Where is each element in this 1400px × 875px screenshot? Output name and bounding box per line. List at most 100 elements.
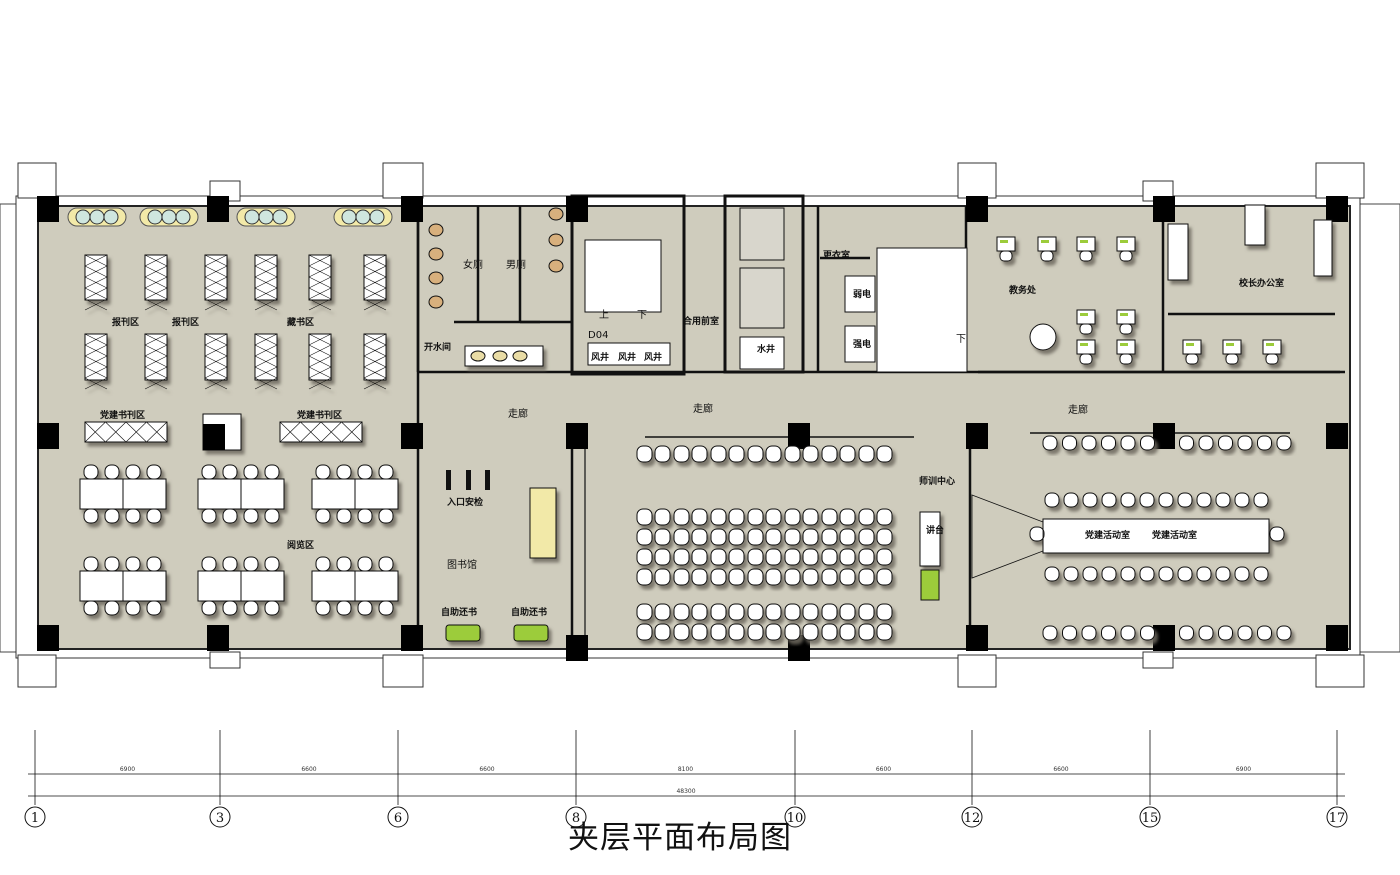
training-chair <box>691 548 708 566</box>
dimension-value: 8100 <box>678 766 693 773</box>
training-chair <box>765 445 782 463</box>
training-chair <box>673 528 690 546</box>
training-chair <box>821 528 838 546</box>
wall-chair <box>1198 625 1214 641</box>
column <box>37 625 59 651</box>
label-party-activity-1: 党建活动室 <box>1085 529 1130 541</box>
structural-columns <box>37 196 1348 661</box>
training-chair <box>691 508 708 526</box>
sink <box>492 350 508 362</box>
label-book-stacks: 藏书区 <box>287 316 314 328</box>
training-chair <box>691 528 708 546</box>
training-chair <box>747 548 764 566</box>
meeting-round-table <box>1029 323 1057 351</box>
column <box>207 196 229 222</box>
sofa <box>236 207 296 227</box>
axis-label: 6 <box>394 811 402 826</box>
training-chair <box>821 623 838 641</box>
training-chair <box>784 508 801 526</box>
reading-table <box>79 556 167 616</box>
training-chair <box>765 568 782 586</box>
dimension-value: 6900 <box>120 766 135 773</box>
service-desk-core <box>203 424 225 450</box>
training-chair <box>858 603 875 621</box>
training-chair <box>710 508 727 526</box>
sink <box>470 350 486 362</box>
toilet <box>428 223 444 237</box>
training-chair <box>858 528 875 546</box>
training-chair <box>876 603 893 621</box>
column <box>788 635 810 661</box>
training-chair <box>710 548 727 566</box>
label-entrance-security: 入口安检 <box>446 496 483 508</box>
training-chair <box>784 445 801 463</box>
bookshelf <box>363 254 387 311</box>
training-chair <box>784 568 801 586</box>
column <box>566 635 588 661</box>
label-stair-down: 下 <box>637 310 647 321</box>
training-chair <box>728 528 745 546</box>
axis-bubble <box>961 806 983 828</box>
office-desk <box>1116 309 1136 335</box>
wall-chair <box>1081 435 1097 451</box>
sofa <box>139 207 199 227</box>
training-chair <box>728 445 745 463</box>
training-chair <box>784 603 801 621</box>
office-desk <box>1182 339 1202 365</box>
label-library: 图书馆 <box>447 558 477 571</box>
label-water-room: 开水间 <box>424 341 451 353</box>
label-corridor-2: 走廊 <box>693 402 713 415</box>
wall-chair <box>1179 435 1194 451</box>
conference-table <box>1029 492 1285 582</box>
training-chair <box>821 548 838 566</box>
wall-chair <box>1276 435 1292 451</box>
training-chair <box>876 568 893 586</box>
training-chair <box>636 508 653 526</box>
training-chair <box>654 603 671 621</box>
wall-chair <box>1120 435 1136 451</box>
training-chair <box>636 568 653 586</box>
column <box>1153 196 1175 222</box>
column <box>966 423 988 449</box>
axis-label: 10 <box>787 811 804 826</box>
sink <box>512 350 528 362</box>
training-chair <box>784 623 801 641</box>
label-periodicals-1: 报刊区 <box>112 316 139 328</box>
training-chair <box>765 528 782 546</box>
training-chair <box>802 445 819 463</box>
wall-chair <box>1120 625 1136 641</box>
training-chair <box>710 568 727 586</box>
training-chair <box>802 568 819 586</box>
training-chair <box>654 568 671 586</box>
training-chair <box>710 445 727 463</box>
label-reading: 阅览区 <box>287 539 314 551</box>
wall-chair <box>1218 625 1233 641</box>
label-women-wc: 女厕 <box>463 258 483 271</box>
office-desk <box>1116 236 1136 262</box>
wall-chair <box>1218 435 1233 451</box>
wall-chair <box>1276 625 1292 641</box>
wall-chair <box>1198 435 1214 451</box>
bookshelf <box>84 333 108 390</box>
training-chair <box>839 508 856 526</box>
wall-chair <box>1042 435 1058 451</box>
bookshelf <box>363 333 387 390</box>
training-chair <box>636 603 653 621</box>
training-chair <box>654 528 671 546</box>
drawing-title: 夹层平面布局图 <box>568 820 792 856</box>
axis-bubble <box>209 806 231 828</box>
bookshelf <box>204 333 228 390</box>
training-chair <box>636 548 653 566</box>
training-chair <box>691 603 708 621</box>
training-chair <box>802 623 819 641</box>
office-desk <box>1076 309 1096 335</box>
label-locker-room: 更衣室 <box>823 249 850 261</box>
training-chair <box>728 603 745 621</box>
training-chair <box>839 623 856 641</box>
training-chair <box>821 508 838 526</box>
library-desk <box>529 487 557 559</box>
wall-chair <box>1237 625 1253 641</box>
label-stair2-down: 下 <box>956 334 966 345</box>
office-desk <box>1116 339 1136 365</box>
